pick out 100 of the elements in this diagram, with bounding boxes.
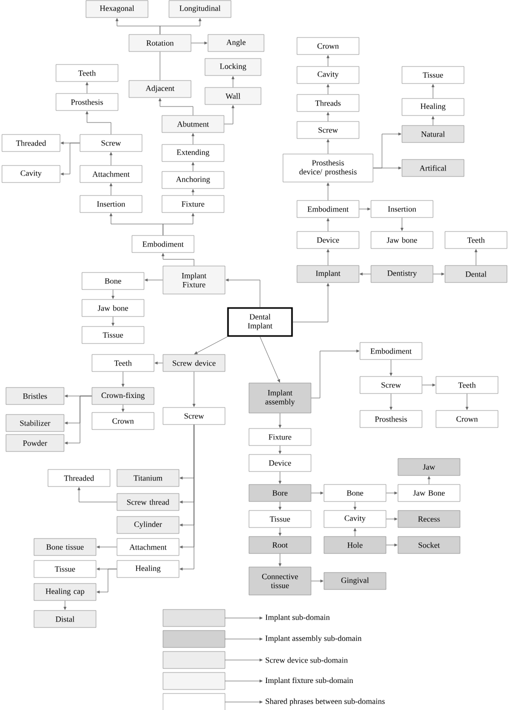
term-box: Teeth xyxy=(92,354,154,372)
arrow xyxy=(86,111,112,135)
term-box: Bore xyxy=(248,484,312,502)
arrow xyxy=(474,249,478,266)
term-box: Screw thread xyxy=(116,493,180,511)
arrow xyxy=(224,105,234,124)
term-box: Screw xyxy=(80,134,142,152)
term-box: Dentistry xyxy=(370,265,434,283)
term-box: Locking xyxy=(204,58,262,76)
arrow xyxy=(78,487,118,502)
term-box: Prosthesis xyxy=(56,93,118,111)
term-box: Attachment xyxy=(80,165,142,183)
legend-label: Shared phrases between sub-domains xyxy=(266,698,385,706)
arrow xyxy=(326,249,330,266)
term-box: Teeth xyxy=(56,64,118,82)
arrow xyxy=(64,600,66,610)
arrow xyxy=(386,518,398,520)
term-box: Crown xyxy=(296,37,360,55)
legend-label: Implant fixture sub-domain xyxy=(265,677,354,685)
term-box: Hole xyxy=(324,536,386,554)
arrow xyxy=(160,18,202,35)
term-box: Crown-fixing xyxy=(92,387,154,405)
term-box: Implant xyxy=(296,265,360,283)
arrow xyxy=(232,76,234,88)
arrow xyxy=(358,208,370,210)
term-box: Extending xyxy=(162,144,224,162)
term-box: Bone tissue xyxy=(34,538,96,556)
term-box: Insertion xyxy=(80,195,142,213)
term-box: Screw xyxy=(296,121,360,139)
arrow xyxy=(354,501,356,510)
arrow xyxy=(192,162,194,172)
term-box: Insertion xyxy=(370,200,434,218)
arrow xyxy=(278,445,282,454)
term-box: Device xyxy=(296,231,360,249)
arrow xyxy=(154,362,164,364)
arrow xyxy=(310,350,360,398)
term-box: Root xyxy=(248,536,312,554)
arrow xyxy=(112,289,114,299)
arrow xyxy=(96,546,118,548)
legend-label: Screw device sub-domain xyxy=(266,657,348,663)
term-box: Healing xyxy=(402,98,464,116)
term-box: Bristles xyxy=(6,387,64,405)
arrow xyxy=(310,580,324,582)
arrow xyxy=(60,142,80,176)
term-box: Cavity xyxy=(2,165,60,183)
arrow xyxy=(326,182,330,201)
term-box: Screw xyxy=(162,407,226,425)
term-box: Natural xyxy=(402,125,464,143)
arrow xyxy=(386,544,398,546)
term-box: Tissue xyxy=(82,326,144,344)
arrow xyxy=(326,139,330,154)
legend-label: Implant assembly sub-domain xyxy=(265,635,362,643)
arrow xyxy=(226,278,260,308)
arrow xyxy=(432,272,444,276)
legend-label: Implant sub-domain xyxy=(265,614,330,622)
term-box: Bone xyxy=(324,484,386,502)
term-box: Threaded xyxy=(2,134,60,152)
arrow xyxy=(122,404,124,412)
arrow xyxy=(192,133,194,145)
term-box: Tissue xyxy=(248,510,312,528)
term-box: Socket xyxy=(398,536,460,554)
arrow xyxy=(162,213,194,236)
arrow xyxy=(144,278,164,282)
term-box: Screw device xyxy=(162,354,226,372)
term-box: Tissue xyxy=(34,560,96,578)
arrow xyxy=(110,152,112,166)
term-box: Cylinder xyxy=(116,516,180,534)
term-box: Teeth xyxy=(436,376,498,394)
arrow xyxy=(326,55,330,67)
term-box: Prosthesis xyxy=(360,410,422,428)
term-box: Recess xyxy=(398,510,460,528)
arrow xyxy=(278,553,282,566)
arrow xyxy=(278,412,282,428)
term-box: Cavity xyxy=(296,66,360,84)
arrow xyxy=(326,112,330,122)
term-box: Fixture xyxy=(248,428,312,446)
arrow xyxy=(390,359,392,376)
term-box: Prosthesis device/ prosthesis xyxy=(282,154,374,182)
term-box: Fixture xyxy=(162,195,224,213)
term-box: Bone xyxy=(82,272,144,290)
central-term-box: Dental Implant xyxy=(227,307,293,337)
term-box: Connective tissue xyxy=(248,566,312,596)
arrow xyxy=(260,336,280,382)
arrow xyxy=(422,384,436,386)
arrow xyxy=(122,371,124,387)
term-box: Device xyxy=(248,454,312,472)
arrow xyxy=(278,501,282,510)
term-box: Jaw Bone xyxy=(398,484,460,502)
term-box: Cavity xyxy=(324,510,386,528)
arrow xyxy=(110,183,112,196)
arrow xyxy=(400,217,404,231)
term-box: Jaw bone xyxy=(370,231,434,249)
term-box: Stabilizer xyxy=(6,414,64,432)
arrow xyxy=(326,84,330,95)
term-box: Powder xyxy=(6,434,64,452)
term-box: Hexagonal xyxy=(86,0,148,18)
arrow xyxy=(354,528,356,537)
term-box: Crown xyxy=(436,410,498,428)
term-box: Wall xyxy=(204,87,262,105)
term-box: Embodiment xyxy=(132,235,194,253)
